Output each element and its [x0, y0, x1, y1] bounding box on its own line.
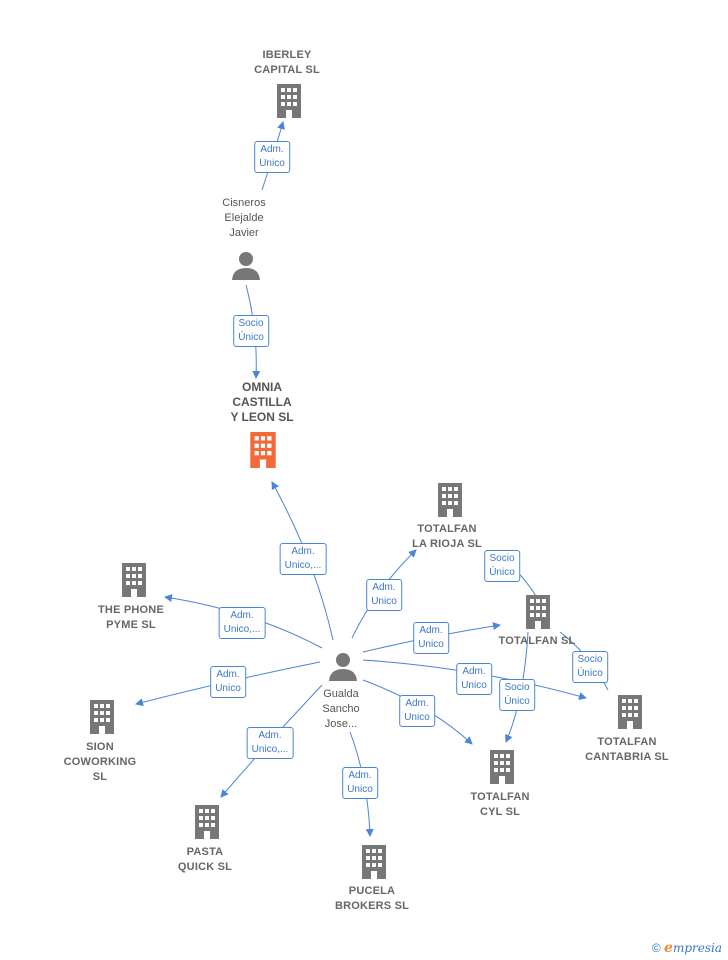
node-label-pucela[interactable]: PUCELA BROKERS SL — [334, 885, 410, 912]
edge-label-gualda-rioja[interactable]: Adm. Unico — [366, 579, 402, 611]
person-icon[interactable] — [328, 651, 358, 681]
node-label-omnia[interactable]: OMNIA CASTILLA Y LEON SL — [230, 380, 294, 424]
edge-label-gualda-omnia[interactable]: Adm. Unico,... — [279, 543, 327, 575]
node-label-totalfan-cantabria[interactable]: TOTALFAN CANTABRIA SL — [585, 736, 669, 763]
edge-label-totalfan-rioja[interactable]: Socio Único — [484, 550, 520, 582]
building-icon[interactable] — [524, 595, 552, 629]
edge-label-cisneros-omnia[interactable]: Socio Único — [233, 315, 269, 347]
building-icon[interactable] — [360, 845, 388, 879]
edge-label-gualda-cyl[interactable]: Adm. Unico — [399, 695, 435, 727]
edge-label-gualda-phone[interactable]: Adm. Unico,... — [218, 607, 266, 639]
building-icon[interactable] — [120, 563, 148, 597]
edge-label-gualda-pucela[interactable]: Adm. Unico — [342, 767, 378, 799]
node-label-iberley[interactable]: IBERLEY CAPITAL SL — [254, 49, 320, 76]
node-label-cisneros[interactable]: Cisneros Elejalde Javier — [222, 197, 266, 239]
copyright-icon: © — [651, 941, 661, 955]
node-label-totalfan-cyl[interactable]: TOTALFAN CYL SL — [470, 791, 530, 818]
node-label-the-phone[interactable]: THE PHONE PYME SL — [98, 604, 164, 631]
edge-label-gualda-cantabria[interactable]: Adm. Unico — [456, 663, 492, 695]
building-icon[interactable] — [616, 695, 644, 729]
node-label-pasta-quick[interactable]: PASTA QUICK SL — [177, 846, 233, 873]
edge-label-totalfan-cantabria[interactable]: Socio Único — [572, 651, 608, 683]
building-icon[interactable] — [275, 84, 303, 118]
node-label-sion[interactable]: SION COWORKING SL — [63, 741, 137, 783]
edge-label-gualda-sion[interactable]: Adm. Unico — [210, 666, 246, 698]
building-icon[interactable] — [488, 750, 516, 784]
edge-label-gualda-pasta[interactable]: Adm. Unico,... — [246, 727, 294, 759]
person-icon[interactable] — [231, 250, 261, 280]
building-icon[interactable] — [436, 483, 464, 517]
brand-logo: empresia — [664, 940, 722, 956]
edge-label-gualda-totalfan[interactable]: Adm. Unico — [413, 622, 449, 654]
edge-label-cisneros-iberley[interactable]: Adm. Unico — [254, 141, 290, 173]
node-label-totalfan[interactable]: TOTALFAN SL — [498, 635, 576, 647]
focus-building-icon[interactable] — [248, 432, 278, 468]
edge-label-totalfan-cyl[interactable]: Socio Único — [499, 679, 535, 711]
footer-brand: © empresia — [652, 940, 722, 956]
node-label-gualda[interactable]: Gualda Sancho Jose... — [322, 688, 360, 730]
node-label-totalfan-rioja[interactable]: TOTALFAN LA RIOJA SL — [412, 523, 482, 550]
building-icon[interactable] — [88, 700, 116, 734]
building-icon[interactable] — [193, 805, 221, 839]
